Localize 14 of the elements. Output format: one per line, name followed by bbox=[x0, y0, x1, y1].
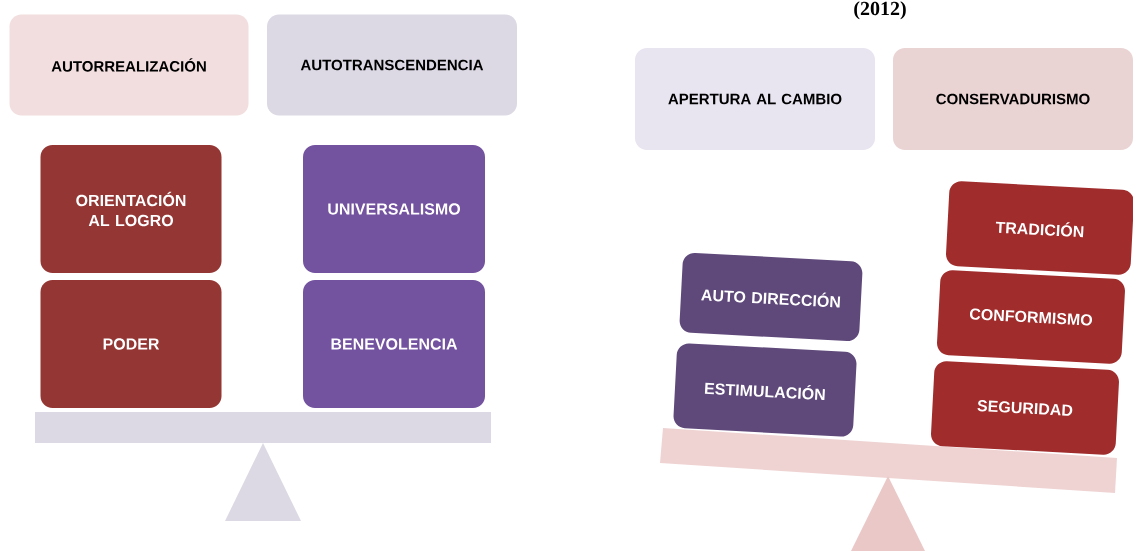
category-box: APERTURA AL CAMBIO bbox=[635, 48, 875, 150]
value-block: CONFORMISMO bbox=[937, 270, 1125, 364]
value-block: PODER bbox=[40, 280, 222, 408]
value-block: ORIENTACIÓN AL LOGRO bbox=[40, 145, 222, 273]
category-box: AUTORREALIZACIÓN bbox=[9, 14, 249, 116]
value-block: SEGURIDAD bbox=[931, 361, 1119, 455]
value-block: TRADICIÓN bbox=[946, 181, 1133, 275]
value-block: ESTIMULACIÓN bbox=[673, 343, 857, 437]
value-block: AUTO DIRECCIÓN bbox=[679, 252, 863, 341]
value-block: BENEVOLENCIA bbox=[303, 280, 485, 408]
category-box: AUTOTRANSCENDENCIA bbox=[267, 14, 517, 116]
value-block: UNIVERSALISMO bbox=[303, 145, 485, 273]
caption-text: (2012) bbox=[854, 1, 906, 20]
category-box: CONSERVADURISMO bbox=[893, 48, 1133, 150]
